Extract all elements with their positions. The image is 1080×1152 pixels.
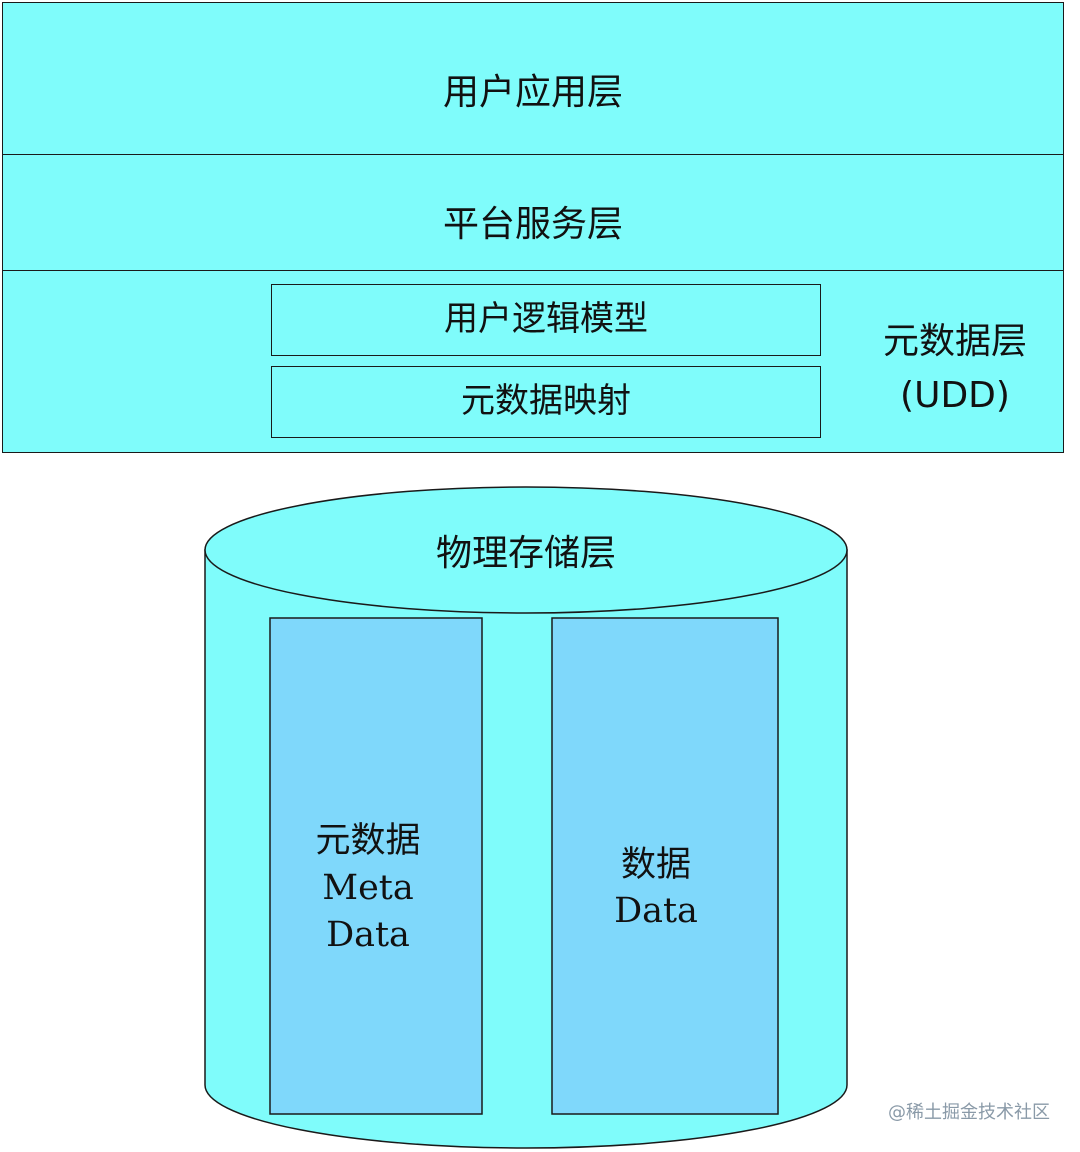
metadata-layer-udd: (UDD) xyxy=(900,375,1010,416)
physical-storage-layer-label: 物理存储层 xyxy=(436,533,616,574)
user-application-layer-label: 用户应用层 xyxy=(442,72,623,113)
data-column-label-data: Data xyxy=(614,891,698,931)
metadata-column-label-cn: 元数据 xyxy=(315,821,420,861)
watermark: @稀土掘金技术社区 xyxy=(888,1102,1050,1123)
metadata-mapping-box: 元数据映射 xyxy=(271,366,821,438)
metadata-layer: 用户逻辑模型 元数据映射 元数据层 (UDD) xyxy=(2,270,1064,453)
storage-cylinder-top xyxy=(204,486,848,614)
metadata-layer-name: 元数据层 xyxy=(882,321,1027,362)
data-column-label-cn: 数据 xyxy=(621,845,691,885)
metadata-column-label-data: Data xyxy=(326,915,410,955)
data-column xyxy=(551,617,779,1115)
user-logic-model-box: 用户逻辑模型 xyxy=(271,284,821,356)
metadata-column-label-meta: Meta xyxy=(322,868,413,908)
platform-service-layer-label: 平台服务层 xyxy=(442,204,623,245)
user-application-layer: 用户应用层 xyxy=(2,2,1064,156)
metadata-layer-label: 元数据层 (UDD) xyxy=(869,315,1041,423)
metadata-column xyxy=(269,617,483,1115)
